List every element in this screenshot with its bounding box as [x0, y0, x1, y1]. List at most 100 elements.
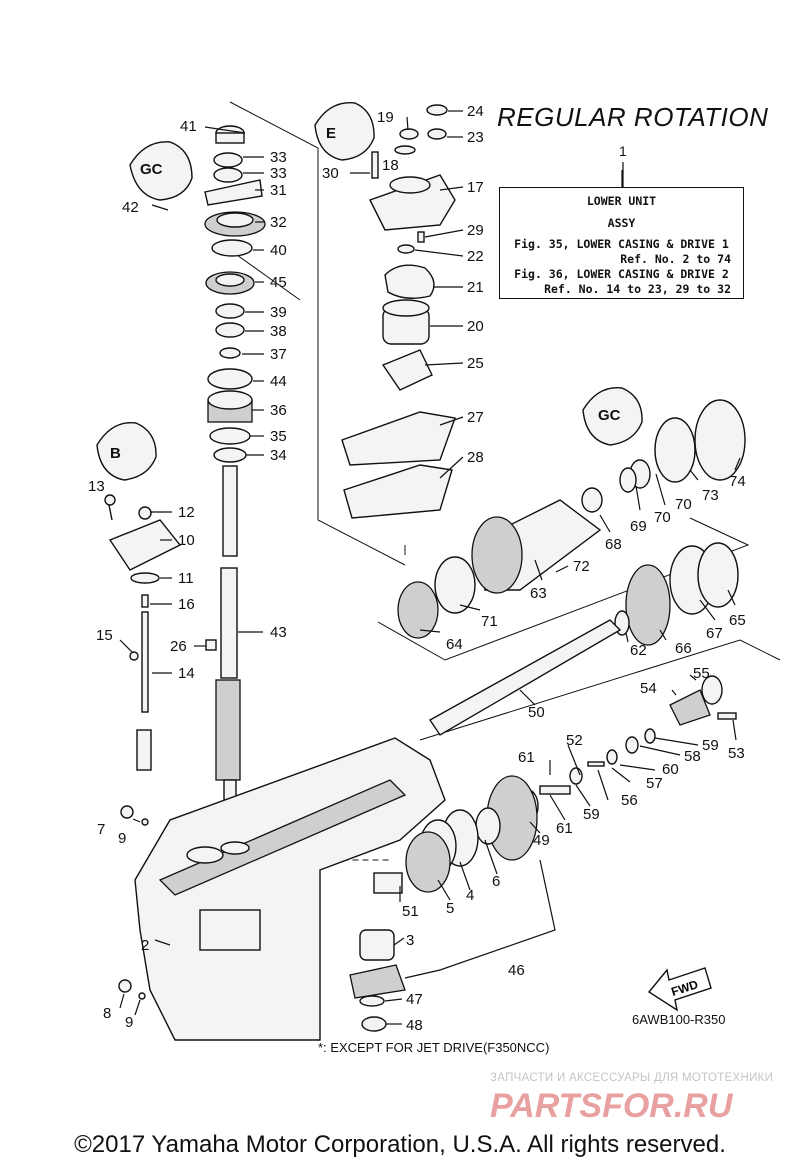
part-number-label: 47	[406, 991, 423, 1008]
info-line: LOWER UNIT	[586, 194, 657, 208]
part-number-label: 36	[270, 402, 287, 419]
part-number-label: 56	[621, 792, 638, 809]
part-number-label: 38	[270, 323, 287, 340]
part-number-label: 73	[702, 487, 719, 504]
part-number-label: 12	[178, 504, 195, 521]
part-number-label: 60	[662, 761, 679, 778]
info-line: Ref. No. 2 to 74	[620, 252, 731, 266]
part-number-label: 61	[518, 749, 535, 766]
part-number-label: 7	[97, 821, 105, 838]
part-number-label: 70	[675, 496, 692, 513]
part-number-label: 72	[573, 558, 590, 575]
part-number-label: 11	[178, 570, 194, 587]
part-number-label: 9	[118, 830, 126, 847]
part-number-label: 52	[566, 732, 583, 749]
part-number-label: 25	[467, 355, 484, 372]
part-number-label: 30	[322, 165, 339, 182]
svg-text:GC: GC	[598, 407, 621, 424]
info-box-ref-number: 1	[619, 143, 627, 159]
part-number-label: 43	[270, 624, 287, 641]
water-pump-assembly	[341, 104, 456, 519]
part-number-label: 17	[467, 179, 484, 196]
part-number-label: 39	[270, 304, 287, 321]
part-number-label: 53	[728, 745, 745, 762]
part-number-label: 70	[654, 509, 671, 526]
part-number-label: 10	[178, 532, 195, 549]
part-number-label: 57	[646, 775, 663, 792]
part-number-label: 18	[382, 157, 399, 174]
part-number-label: 5	[446, 900, 454, 917]
info-line: Fig. 36, LOWER CASING & DRIVE 2	[514, 267, 729, 281]
info-line: Fig. 35, LOWER CASING & DRIVE 1	[514, 237, 729, 251]
part-number-label: 65	[729, 612, 746, 629]
diagram-title: REGULAR ROTATION	[497, 102, 769, 132]
fwd-arrow-icon: FWD	[647, 967, 712, 1012]
part-number-label: 24	[467, 103, 484, 120]
diagram-code: 6AWB100-R350	[632, 1012, 726, 1027]
part-number-label: 45	[270, 274, 287, 291]
grease-icon: E	[314, 101, 375, 161]
part-number-label: 37	[270, 346, 287, 363]
part-number-label: 58	[684, 748, 701, 765]
part-number-label: 49	[533, 832, 550, 849]
part-number-label: 48	[406, 1017, 423, 1034]
part-number-label: 67	[706, 625, 723, 642]
part-number-label: 40	[270, 242, 287, 259]
part-number-label: 46	[508, 962, 525, 979]
part-number-label: 54	[640, 680, 657, 697]
watermark-logo: PARTSFOR.RU	[490, 1087, 734, 1125]
part-number-label: 33	[270, 165, 287, 182]
part-number-label: 69	[630, 518, 647, 535]
jet-drive-note: *: EXCEPT FOR JET DRIVE(F350NCC)	[318, 1040, 550, 1055]
part-number-label: 29	[467, 222, 484, 239]
info-box-pointer	[622, 162, 624, 188]
part-number-label: 33	[270, 149, 287, 166]
part-number-label: 27	[467, 409, 484, 426]
propeller-shaft-housing-assembly	[349, 399, 746, 1032]
part-number-label: 55	[693, 665, 710, 682]
part-number-label: 41	[180, 118, 197, 135]
part-number-label: 28	[467, 449, 484, 466]
watermark-logo-text: PARTSFOR.RU	[490, 1087, 734, 1125]
svg-text:E: E	[326, 125, 336, 142]
lower-unit-info-box: LOWER UNIT ASSY Fig. 35, LOWER CASING & …	[499, 187, 744, 299]
watermark-caption: ЗАПЧАСТИ И АКСЕССУАРЫ ДЛЯ МОТОТЕХНИКИ	[490, 1072, 774, 1084]
part-number-label: 35	[270, 428, 287, 445]
part-number-label: 42	[122, 199, 139, 216]
part-number-label: 51	[402, 903, 419, 920]
part-number-label: 71	[481, 613, 498, 630]
part-number-labels: 41 33 33 31 42 32 40 45 39 38 37 44 36 3…	[88, 103, 746, 1034]
part-number-label: 6	[492, 873, 500, 890]
drive-shaft-stack	[204, 125, 266, 801]
part-number-label: 14	[178, 665, 195, 682]
grease-icon: B	[96, 421, 157, 481]
grease-icon: GC	[129, 141, 193, 201]
part-number-label: 44	[270, 373, 287, 390]
part-number-label: 21	[467, 279, 484, 296]
part-number-label: 68	[605, 536, 622, 553]
part-number-label: 74	[729, 473, 746, 490]
svg-text:B: B	[110, 445, 121, 462]
part-number-label: 64	[446, 636, 463, 653]
part-number-label: 31	[270, 182, 287, 199]
info-line: Ref. No. 14 to 23, 29 to 32	[544, 282, 731, 296]
part-number-label: 20	[467, 318, 484, 335]
part-number-label: 34	[270, 447, 287, 464]
part-number-label: 13	[88, 478, 105, 495]
part-number-label: 50	[528, 704, 545, 721]
copyright-footer: ©2017 Yamaha Motor Corporation, U.S.A. A…	[74, 1131, 726, 1158]
grease-icon: GC	[582, 386, 643, 446]
info-line: ASSY	[607, 216, 636, 230]
part-number-label: 62	[630, 642, 647, 659]
part-number-label: 26	[170, 638, 187, 655]
part-number-label: 2	[141, 937, 149, 954]
part-number-label: 3	[406, 932, 414, 949]
part-number-label: 23	[467, 129, 484, 146]
part-number-label: 9	[125, 1014, 133, 1031]
part-number-label: 15	[96, 627, 113, 644]
part-number-label: 59	[583, 806, 600, 823]
part-number-label: 66	[675, 640, 692, 657]
part-number-label: 4	[466, 887, 474, 904]
part-number-label: 22	[467, 248, 484, 265]
